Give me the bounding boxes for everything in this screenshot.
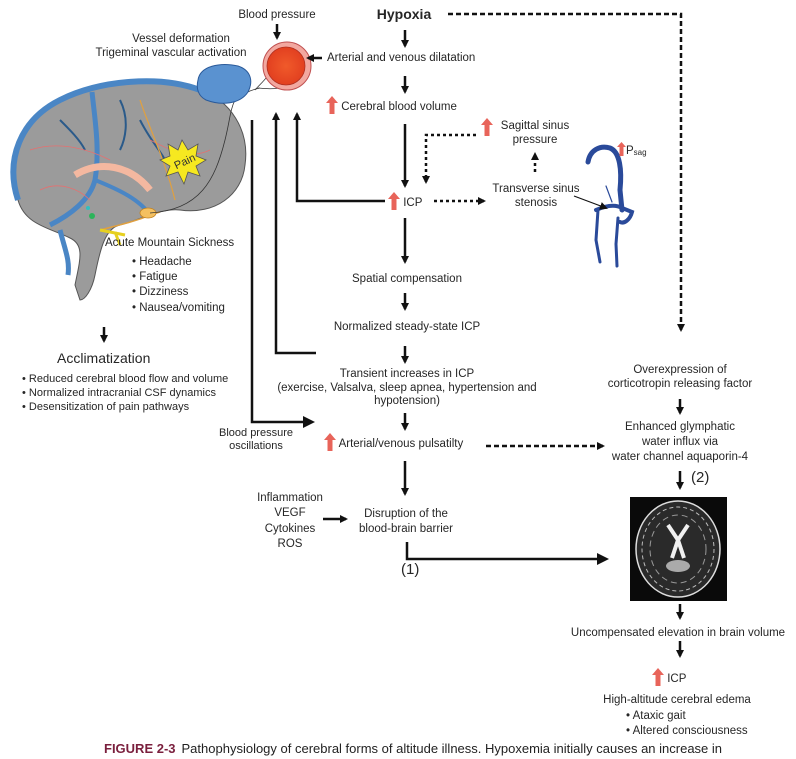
crf-line1: Overexpression of — [633, 364, 727, 376]
node-dilatation: Arterial and venous dilatation — [327, 52, 476, 64]
dotted-arrows — [422, 133, 539, 205]
node-sagittal — [481, 118, 493, 136]
arrow-stenosis-pointer — [573, 195, 608, 210]
arrow-hypoxia-to-crf — [448, 12, 685, 332]
psag-sub: sag — [633, 148, 647, 157]
transverse-line1: Transverse sinus — [492, 183, 580, 195]
bp-osc-line1: Blood pressure — [219, 427, 293, 439]
transient-line3: hypotension) — [374, 395, 440, 407]
node-icp-final: ICP — [652, 668, 686, 686]
ams-symptom: • Fatigue — [132, 271, 178, 283]
glymph-line2: water influx via — [641, 436, 719, 448]
ams-symptom: • Headache — [132, 256, 192, 268]
icp-label: ICP — [403, 197, 423, 209]
arrow-bp-oscillation — [250, 120, 315, 428]
figure-label: FIGURE 2-3 — [104, 741, 176, 756]
acclim-item: • Reduced cerebral blood flow and volume — [22, 373, 229, 385]
dashed-arrows — [448, 12, 685, 450]
cbv-label: Cerebral blood volume — [341, 101, 457, 113]
venous-sinus-illustration — [585, 144, 635, 268]
node-hypoxia: Hypoxia — [376, 6, 432, 22]
vein-cross-section — [196, 64, 252, 104]
ams-symptom: • Dizziness — [132, 286, 189, 298]
arrow-bbb-to-mri — [405, 542, 609, 565]
transient-line2: (exercise, Valsalva, sleep apnea, hypert… — [277, 382, 537, 394]
inflammation-item: ROS — [277, 538, 303, 550]
pulsatility-label: Arterial/venous pulsatilty — [338, 438, 464, 450]
increase-arrow-icon — [617, 142, 626, 156]
node-hace: High-altitude cerebral edema — [603, 694, 751, 706]
acclimatization-title: Acclimatization — [57, 350, 151, 366]
sagittal-line2: pressure — [512, 134, 558, 146]
brain-mri-image — [630, 497, 727, 601]
sagittal-line1: Sagittal sinus — [500, 120, 570, 132]
ams-title: Acute Mountain Sickness — [105, 237, 235, 249]
node-cbv: Cerebral blood volume — [326, 96, 457, 114]
artery-cross-section — [262, 41, 312, 91]
bbb-line2: blood-brain barrier — [359, 523, 453, 535]
acclim-item: • Desensitization of pain pathways — [22, 401, 190, 413]
bp-osc-line2: oscillations — [229, 440, 283, 452]
node-icp: ICP — [388, 192, 422, 210]
node-spatial: Spatial compensation — [352, 273, 462, 285]
flow-arrows — [100, 24, 684, 658]
hace-symptom: • Altered consciousness — [626, 725, 748, 737]
arrow-icp-feedback — [293, 112, 385, 203]
node-blood-pressure: Blood pressure — [238, 9, 316, 21]
transverse-line2: stenosis — [514, 197, 558, 209]
bbb-line1: Disruption of the — [364, 508, 448, 520]
inflammation-item: VEGF — [274, 507, 306, 519]
brain-illustration — [10, 78, 247, 301]
increase-arrow-icon — [388, 192, 400, 210]
node-normalized: Normalized steady-state ICP — [333, 321, 481, 333]
inflammation-item: Cytokines — [264, 523, 316, 535]
pain-burst-icon — [159, 139, 207, 186]
arrow-sagittal-to-icp — [422, 133, 476, 184]
psag-p: P — [626, 145, 634, 157]
pathway-label-2: (2) — [691, 469, 710, 486]
crf-line2: corticotropin releasing factor — [607, 378, 753, 390]
glymph-line3: water channel aquaporin-4 — [611, 451, 749, 463]
figure-caption: FIGURE 2-3 Pathophysiology of cerebral fo… — [104, 741, 722, 756]
node-vessel-deformation: Vessel deformation — [132, 33, 230, 45]
node-pulsatility: Arterial/venous pulsatilty — [324, 433, 463, 451]
node-uncompensated: Uncompensated elevation in brain volume — [570, 627, 786, 639]
arrow-transient-feedback — [272, 112, 316, 355]
pathway-label-1: (1) — [401, 561, 420, 578]
hace-symptom: • Ataxic gait — [626, 710, 686, 722]
glymph-line1: Enhanced glymphatic — [625, 421, 735, 433]
acclim-item: • Normalized intracranial CSF dynamics — [22, 387, 216, 399]
caption-text: Pathophysiology of cerebral forms of alt… — [181, 741, 723, 756]
transient-line1: Transient increases in ICP — [339, 368, 475, 380]
increase-arrow-icon — [652, 668, 664, 686]
icp-final-label: ICP — [667, 673, 687, 685]
ams-symptom: • Nausea/vomiting — [132, 302, 225, 314]
increase-arrow-icon — [326, 96, 338, 114]
node-psag: Psag — [617, 142, 647, 160]
increase-arrow-icon — [324, 433, 336, 451]
node-trigeminal: Trigeminal vascular activation — [95, 47, 247, 59]
increase-arrow-icon — [481, 118, 493, 136]
inflammation-item: Inflammation — [257, 492, 323, 504]
